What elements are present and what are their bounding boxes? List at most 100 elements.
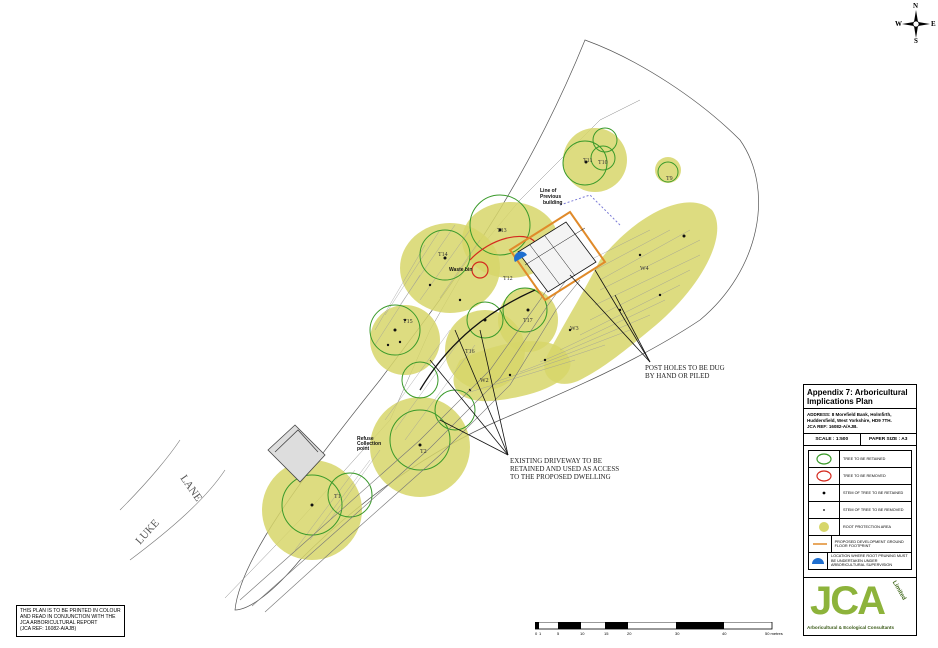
note-waste-bin: Waste bin [449, 267, 472, 273]
tree-crown-removed [469, 235, 536, 261]
dot-icon [822, 491, 826, 495]
existing-building [267, 424, 326, 483]
compass-rose: N S W E [894, 2, 938, 45]
tree-stems [310, 160, 686, 507]
tree-crown [469, 194, 531, 256]
green-circle-icon [816, 453, 832, 465]
plan-address: ADDRESS: 8 Morefield Bank, Holmfirth, Hu… [807, 412, 892, 423]
print-note-box: THIS PLAN IS TO BE PRINTED IN COLOUR AND… [16, 605, 125, 637]
blue-half-icon [812, 558, 824, 564]
driveway-note: EXISTING DRIVEWAY TO BE RETAINED AND USE… [510, 457, 620, 481]
compass-icon [902, 10, 930, 38]
legend-item: ROOT PROTECTION AREA [809, 519, 911, 536]
tree-crown [369, 304, 421, 356]
road-name-luke: LUKE [133, 517, 162, 547]
road-name-lane: LANE [178, 473, 205, 504]
tree-crowns-removed [469, 235, 536, 279]
tree-crown [401, 361, 439, 399]
tree-crown-removed [471, 261, 489, 279]
scale-tick: 20 [627, 631, 632, 636]
rpa-t2 [370, 397, 470, 497]
scale-tick: 10 [580, 631, 585, 636]
rpa-t14 [400, 223, 500, 313]
legend-item: TREE TO BE RETAINED [809, 451, 911, 468]
legend-item: PROPOSED DEVELOPMENT GROUND FLOOR FOOTPR… [809, 536, 911, 553]
logo-text: JCA [810, 579, 886, 623]
note-line-of-building-3: building [543, 200, 562, 206]
tree-crown [592, 127, 618, 153]
road-edge [119, 439, 181, 511]
hatching [294, 224, 701, 551]
road-edge [129, 469, 226, 561]
tree-label-t16: T16 [465, 349, 475, 355]
tree-crown [466, 301, 504, 339]
yellow-fill-icon [819, 522, 829, 532]
plan-paper-size: PAPER SIZE : A3 [869, 437, 908, 442]
legend-item: STEM OF TREE TO BE RETAINED [809, 485, 911, 502]
legend-item: LOCATION WHERE ROOT PRUNING MUST BE UNDE… [809, 553, 911, 569]
scale-tick: 50 metres [765, 631, 783, 636]
compass-w: W [895, 20, 902, 28]
rpa-t15 [370, 305, 440, 375]
small-dot-icon [823, 509, 825, 511]
tree-crown [657, 161, 679, 183]
scale-tick: 0 [535, 631, 538, 636]
rpa-w2 [453, 341, 571, 402]
tree-label-t1: T1 [334, 494, 341, 500]
tree-crown [590, 145, 616, 171]
plan-scale: SCALE : 1:500 [804, 434, 861, 445]
scale-bar: 0 1 5 10 15 20 30 40 50 metres [535, 622, 785, 640]
driveway [239, 269, 581, 613]
plan-ref: JCA REF: 16082-A/AJB. [807, 424, 858, 429]
tree-label-w4: W4 [640, 266, 649, 272]
tree-crown [389, 409, 451, 471]
tree-label-t12: T12 [503, 276, 513, 282]
scale-tick: 15 [604, 631, 609, 636]
tree-label-t2: T2 [420, 449, 427, 455]
compass-s: S [914, 37, 918, 45]
legend-item: STEM OF TREE TO BE REMOVED [809, 502, 911, 519]
scale-paper-row: SCALE : 1:500 PAPER SIZE : A3 [804, 434, 916, 446]
previous-building-line [559, 194, 621, 226]
rpa-t9 [655, 157, 681, 183]
tree-crown [562, 140, 608, 186]
rpa-t1 [262, 460, 362, 560]
tree-label-t14: T14 [438, 252, 448, 258]
legend: TREE TO BE RETAINED TREE TO BE REMOVED S… [808, 450, 912, 570]
note-line-of-building-1: Line of [540, 188, 557, 194]
tree-label-t13: T13 [497, 228, 507, 234]
proposed-dwelling [508, 210, 607, 302]
tree-label-t11: T11 [583, 158, 592, 164]
note-refuse-2: Collection [357, 441, 381, 447]
plan-title: Appendix 7: Arboricultural Implications … [804, 385, 916, 409]
plan-address-block: ADDRESS: 8 Morefield Bank, Holmfirth, Hu… [804, 409, 916, 434]
tree-label-w2: W2 [480, 378, 489, 384]
post-holes-note: POST HOLES TO BE DUG BY HAND OR PILED [645, 364, 725, 380]
tree-label-t15: T15 [403, 319, 413, 325]
orange-line-icon [812, 543, 827, 545]
compass-n: N [913, 2, 919, 10]
leader-lines [429, 269, 651, 456]
red-circle-icon [816, 470, 832, 482]
compass-e: E [931, 20, 936, 28]
scale-bar-graphic [535, 622, 773, 630]
scale-tick: 1 [539, 631, 542, 636]
logo-suffix: Limited [890, 580, 907, 602]
driveway-edge [419, 289, 536, 391]
scale-tick: 30 [675, 631, 680, 636]
tree-crown [281, 474, 343, 536]
rpa-t11 [563, 128, 627, 192]
title-block: Appendix 7: Arboricultural Implications … [803, 384, 917, 636]
rpa-w-group [544, 202, 718, 384]
tree-label-t10: T10 [598, 160, 608, 166]
company-logo: JCA Limited Arboricultural & Ecological … [804, 577, 916, 636]
scale-tick: 40 [722, 631, 727, 636]
scale-tick: 5 [557, 631, 560, 636]
tree-label-t9: T9 [666, 176, 673, 182]
note-line-of-building-2: Previous [540, 194, 561, 200]
logo-tagline: Arboricultural & Ecological Consultants [807, 625, 895, 630]
legend-item: TREE TO BE REMOVED [809, 468, 911, 485]
root-protection-areas [262, 128, 718, 560]
root-pruning-location [514, 251, 527, 262]
